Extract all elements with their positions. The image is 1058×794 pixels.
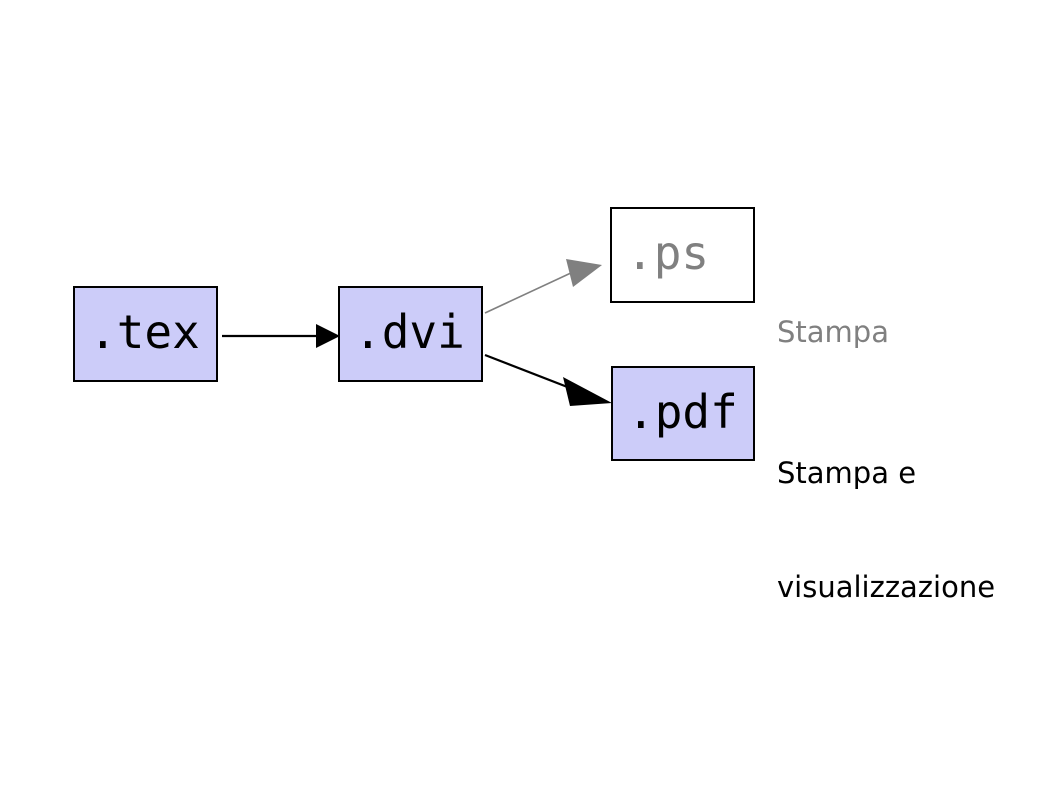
annotation-ps-note-line1: Stampa [777,315,889,349]
node-dvi[interactable]: .dvi [338,286,483,382]
annotation-ps-note: Stampa [777,237,889,427]
edge-dvi-to-pdf [484,353,612,406]
node-ps-label: .ps [626,226,710,280]
node-tex-label: .tex [89,305,200,359]
node-dvi-label: .dvi [354,305,465,359]
annotation-pdf-note-line1: Stampa e [777,456,917,490]
annotation-pdf-note: Stampa e visualizzazione [777,378,995,682]
node-tex[interactable]: .tex [73,286,218,382]
node-ps[interactable]: .ps [610,207,755,303]
node-pdf[interactable]: .pdf [611,366,755,461]
annotation-pdf-note-line2: visualizzazione [777,570,996,604]
node-pdf-label: .pdf [627,384,738,439]
edge-dvi-to-ps [484,259,602,314]
edge-tex-to-dvi [222,324,340,348]
